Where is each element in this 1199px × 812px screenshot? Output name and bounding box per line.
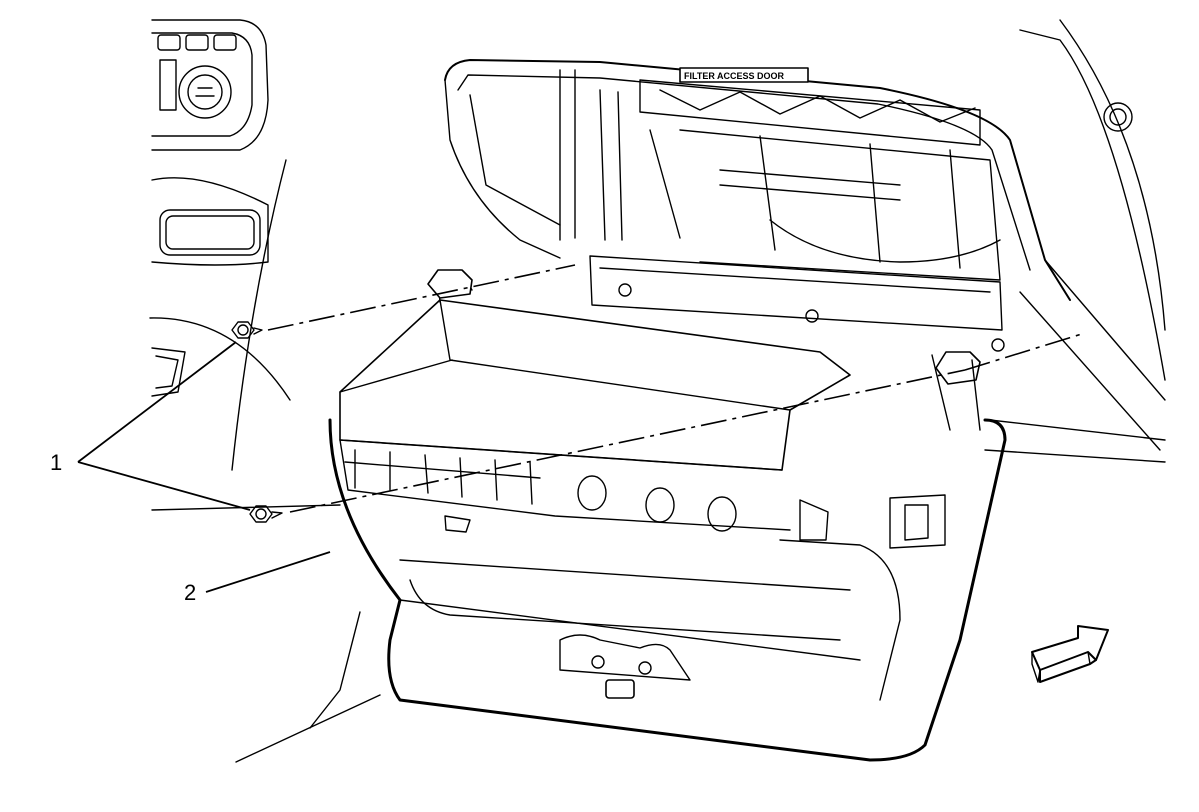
- filter-access-door-label: FILTER ACCESS DOOR: [684, 71, 785, 81]
- leader-lines: [77, 341, 331, 593]
- glove-box: [328, 269, 1007, 762]
- dash-opening: FILTER ACCESS DOOR: [444, 19, 1166, 463]
- fastener-lower: [249, 505, 283, 523]
- center-console: [149, 19, 291, 471]
- fastener-upper: [231, 321, 263, 339]
- callout-1: 1: [50, 450, 62, 475]
- installation-paths: [267, 264, 1086, 513]
- callout-2: 2: [184, 580, 196, 605]
- forward-arrow-icon: [1031, 625, 1109, 683]
- lower-trim: [151, 504, 381, 763]
